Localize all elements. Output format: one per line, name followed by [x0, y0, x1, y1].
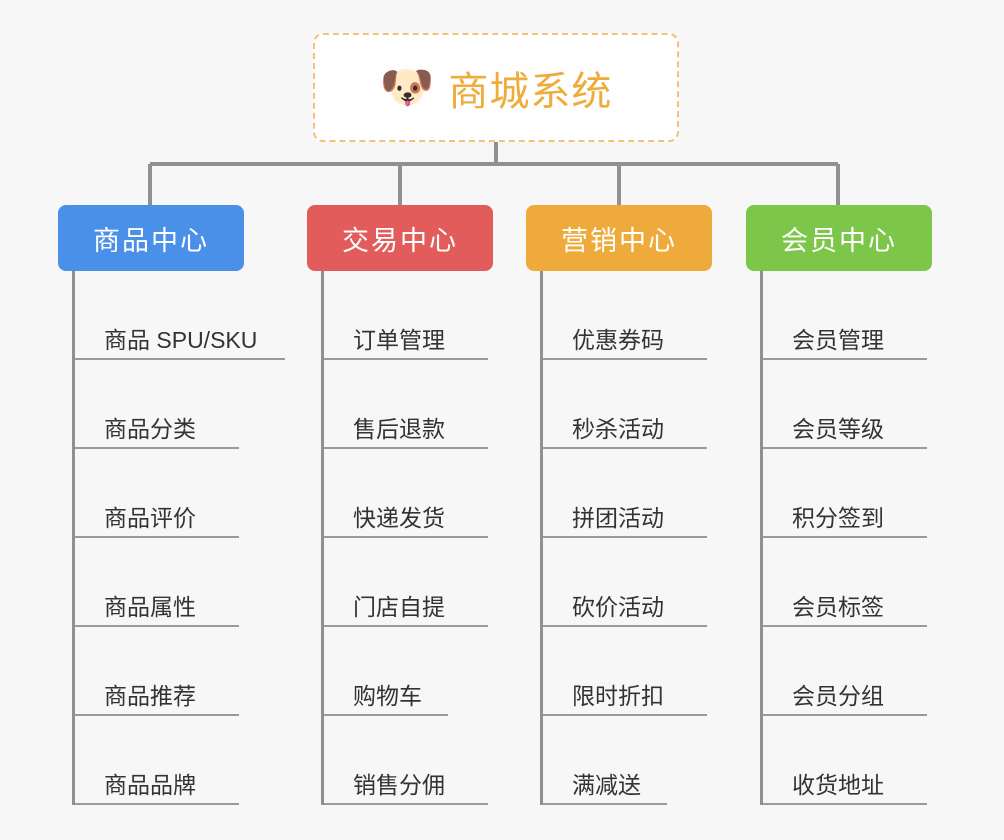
- list-item[interactable]: 砍价活动: [543, 538, 707, 627]
- list-item[interactable]: 优惠券码: [543, 271, 707, 360]
- root-node[interactable]: 🐶 商城系统: [313, 33, 679, 142]
- root-title: 商城系统: [448, 69, 613, 114]
- leaf-label: 购物车: [353, 682, 422, 709]
- leaf-label: 快递发货: [353, 504, 445, 531]
- list-item[interactable]: 商品推荐: [75, 627, 239, 716]
- list-item[interactable]: 收货地址: [763, 716, 927, 805]
- leaf-label: 砍价活动: [572, 593, 664, 620]
- list-item[interactable]: 限时折扣: [543, 627, 707, 716]
- list-item[interactable]: 会员等级: [763, 360, 927, 449]
- leaf-label: 积分签到: [792, 504, 884, 531]
- category-header-trade-center[interactable]: 交易中心: [307, 205, 493, 271]
- category-label: 商品中心: [93, 225, 209, 256]
- category-label: 交易中心: [342, 225, 458, 256]
- leaf-label: 会员管理: [792, 326, 884, 353]
- list-item[interactable]: 积分签到: [763, 449, 927, 538]
- branch-trade-center: 交易中心 订单管理 售后退款 快递发货 门店自提 购物车 销售分佣: [307, 205, 493, 805]
- leaf-label: 会员标签: [792, 593, 884, 620]
- category-header-member-center[interactable]: 会员中心: [746, 205, 932, 271]
- category-label: 会员中心: [781, 225, 897, 256]
- list-item[interactable]: 售后退款: [324, 360, 488, 449]
- list-item[interactable]: 商品 SPU/SKU: [75, 271, 285, 360]
- leaf-label: 拼团活动: [572, 504, 664, 531]
- leaf-label: 秒杀活动: [572, 415, 664, 442]
- shiba-dog-emoji-icon: 🐶: [379, 62, 435, 112]
- list-item[interactable]: 会员管理: [763, 271, 927, 360]
- leaf-label: 商品 SPU/SKU: [104, 326, 258, 353]
- list-item[interactable]: 商品分类: [75, 360, 239, 449]
- leaf-label: 商品推荐: [104, 682, 196, 709]
- category-header-product-center[interactable]: 商品中心: [58, 205, 244, 271]
- leaf-label: 会员分组: [792, 682, 884, 709]
- branch-product-center: 商品中心 商品 SPU/SKU 商品分类 商品评价 商品属性 商品推荐 商品品牌: [58, 205, 285, 805]
- leaf-label: 售后退款: [353, 415, 445, 442]
- list-item[interactable]: 会员标签: [763, 538, 927, 627]
- leaf-label: 收货地址: [792, 771, 884, 798]
- list-item[interactable]: 秒杀活动: [543, 360, 707, 449]
- leaf-label: 商品品牌: [104, 771, 196, 798]
- leaf-label: 限时折扣: [572, 682, 664, 709]
- list-item[interactable]: 会员分组: [763, 627, 927, 716]
- leaf-label: 商品评价: [104, 504, 196, 531]
- list-item[interactable]: 门店自提: [324, 538, 488, 627]
- list-item[interactable]: 商品评价: [75, 449, 239, 538]
- list-item[interactable]: 拼团活动: [543, 449, 707, 538]
- leaf-label: 订单管理: [353, 326, 445, 353]
- list-item[interactable]: 购物车: [324, 627, 448, 716]
- list-item[interactable]: 商品属性: [75, 538, 239, 627]
- leaf-label: 会员等级: [792, 415, 884, 442]
- leaf-list-marketing-center: 优惠券码 秒杀活动 拼团活动 砍价活动 限时折扣 满减送: [540, 271, 712, 805]
- branch-member-center: 会员中心 会员管理 会员等级 积分签到 会员标签 会员分组 收货地址: [746, 205, 932, 805]
- leaf-list-member-center: 会员管理 会员等级 积分签到 会员标签 会员分组 收货地址: [760, 271, 932, 805]
- branch-marketing-center: 营销中心 优惠券码 秒杀活动 拼团活动 砍价活动 限时折扣 满减送: [526, 205, 712, 805]
- leaf-list-trade-center: 订单管理 售后退款 快递发货 门店自提 购物车 销售分佣: [321, 271, 493, 805]
- list-item[interactable]: 满减送: [543, 716, 667, 805]
- leaf-label: 商品分类: [104, 415, 196, 442]
- list-item[interactable]: 销售分佣: [324, 716, 488, 805]
- list-item[interactable]: 订单管理: [324, 271, 488, 360]
- list-item[interactable]: 商品品牌: [75, 716, 239, 805]
- list-item[interactable]: 快递发货: [324, 449, 488, 538]
- leaf-label: 优惠券码: [572, 326, 664, 353]
- category-header-marketing-center[interactable]: 营销中心: [526, 205, 712, 271]
- leaf-label: 销售分佣: [353, 771, 445, 798]
- category-label: 营销中心: [561, 225, 677, 256]
- leaf-label: 商品属性: [104, 593, 196, 620]
- leaf-list-product-center: 商品 SPU/SKU 商品分类 商品评价 商品属性 商品推荐 商品品牌: [72, 271, 285, 805]
- leaf-label: 门店自提: [353, 593, 445, 620]
- leaf-label: 满减送: [572, 771, 641, 798]
